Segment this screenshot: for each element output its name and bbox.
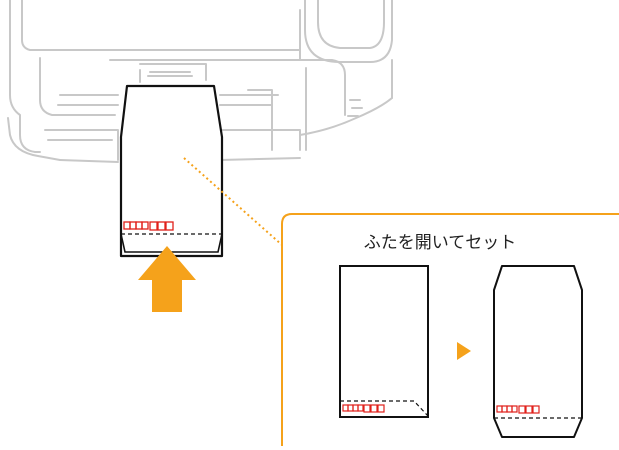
leader-line [183, 157, 283, 246]
envelope-flap-open [493, 265, 583, 438]
printer-illustration [7, 0, 393, 163]
callout-title: ふたを開いてセット [363, 233, 517, 253]
envelope-main [119, 84, 224, 258]
postal-code-boxes [123, 221, 174, 231]
triangle-right-icon [457, 342, 471, 360]
envelope-flap-closed [339, 265, 429, 418]
callout-box [281, 213, 619, 446]
arrow-up-icon [138, 246, 196, 312]
